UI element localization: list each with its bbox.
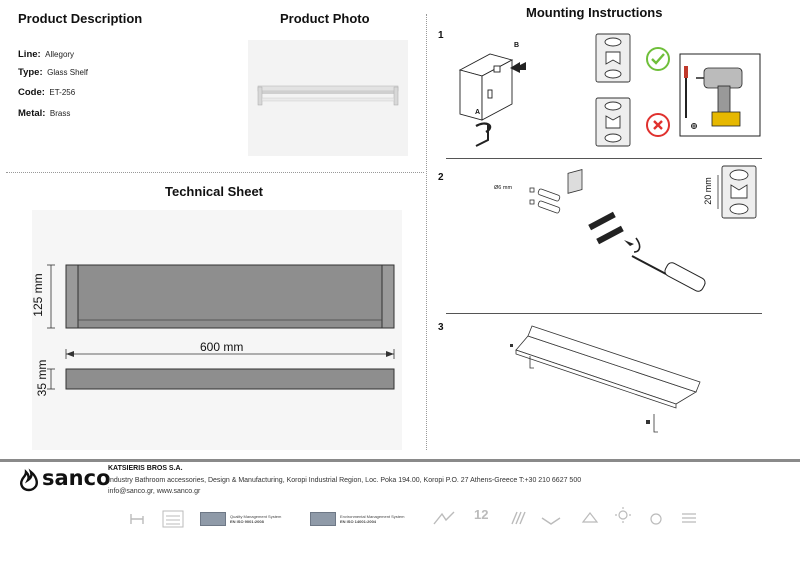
wall-plugs [529, 187, 561, 214]
iso14001-badge: Environmental Management System EN ISO 1… [310, 512, 420, 526]
horizontal-divider [6, 172, 424, 173]
label-b: B [514, 42, 520, 49]
recycle-icon [650, 513, 662, 525]
mounting-instructions-heading: Mounting Instructions [526, 5, 663, 20]
cert2-line1: Environmental Management System [340, 514, 405, 519]
logo-text: sanco [42, 466, 111, 490]
screwdriver [631, 255, 706, 292]
technical-drawing-area [32, 210, 402, 450]
spec-row-code: Code: ET-256 [18, 82, 218, 103]
mount-plate [567, 169, 583, 194]
step-divider [446, 313, 762, 314]
step-number: 2 [438, 172, 444, 183]
bracket-box [458, 53, 514, 121]
cert2-line2: EN ISO 14001:2004 [340, 519, 377, 524]
spec-label: Code: [18, 87, 45, 98]
wall-plate-correct [595, 33, 631, 83]
wall-plate-wrong [595, 97, 631, 147]
step-divider [446, 158, 762, 159]
eco-icon [581, 512, 599, 523]
step1-illustration [458, 33, 761, 147]
technical-sheet-heading: Technical Sheet [165, 184, 264, 199]
spec-row-line: Line: Allegory [18, 44, 218, 62]
step-number: 3 [438, 322, 444, 333]
spec-row-type: Type: Glass Shelf [18, 62, 218, 82]
brand-mark-icon [682, 513, 696, 523]
step3-illustration [510, 325, 701, 433]
design-award-icon [433, 511, 455, 525]
shelf-perspective [515, 325, 701, 409]
spec-value: Brass [49, 109, 71, 118]
technical-drawing [47, 264, 395, 390]
cross-icon [646, 113, 670, 137]
sanco-logo: sanco [18, 466, 111, 492]
certification-logo-icon [200, 512, 226, 526]
product-photo-heading: Product Photo [280, 11, 370, 26]
screws [588, 211, 624, 245]
wall-plate-spacing [721, 165, 757, 219]
step-number: 1 [438, 30, 444, 41]
wave-icon [541, 517, 561, 525]
product-photo [248, 40, 408, 156]
certification-logo-icon [310, 512, 336, 526]
sun-icon [615, 507, 631, 523]
quality-100-icon [162, 510, 184, 528]
footer-rule [0, 459, 800, 462]
cert1-line2: EN ISO 9001:2008 [230, 519, 264, 524]
company-address: Industry Bathroom accessories, Design & … [108, 477, 582, 484]
product-description-heading: Product Description [18, 11, 143, 26]
company-name: KATSIERIS BROS S.A. [108, 465, 183, 472]
company-contact: info@sanco.gr, www.sanco.gr [108, 488, 201, 495]
height-dimension-label: 125 mm [31, 273, 45, 317]
spec-row-metal: Metal: Brass [18, 103, 218, 121]
iso9001-badge: Quality Management System EN ISO 9001:20… [200, 512, 300, 526]
step2-illustration [529, 165, 757, 292]
spacing-label: 20 mm [703, 177, 713, 205]
spec-value: ET-256 [49, 88, 76, 97]
spec-list: Line: Allegory Type: Glass Shelf Code: E… [18, 44, 218, 121]
cert1-line1: Quality Management System [230, 514, 282, 519]
label-a: A [475, 109, 481, 116]
vertical-divider [426, 14, 427, 450]
warranty-years: 12 [474, 507, 489, 522]
width-dimension-label: 600 mm [200, 340, 244, 354]
spec-value: Glass Shelf [47, 68, 88, 77]
hotel-icon [130, 514, 144, 524]
check-icon [646, 47, 670, 71]
stripes-icon [511, 511, 526, 525]
glass-shelf-photo [257, 85, 399, 106]
sanco-flame-icon [20, 468, 38, 492]
spec-label: Type: [18, 67, 43, 78]
spec-label: Metal: [18, 108, 46, 119]
drill-diameter-label: Ø6 mm [494, 185, 513, 191]
spec-value: Allegory [45, 50, 75, 59]
spec-label: Line: [18, 49, 41, 60]
depth-dimension-label: 35 mm [35, 359, 49, 397]
